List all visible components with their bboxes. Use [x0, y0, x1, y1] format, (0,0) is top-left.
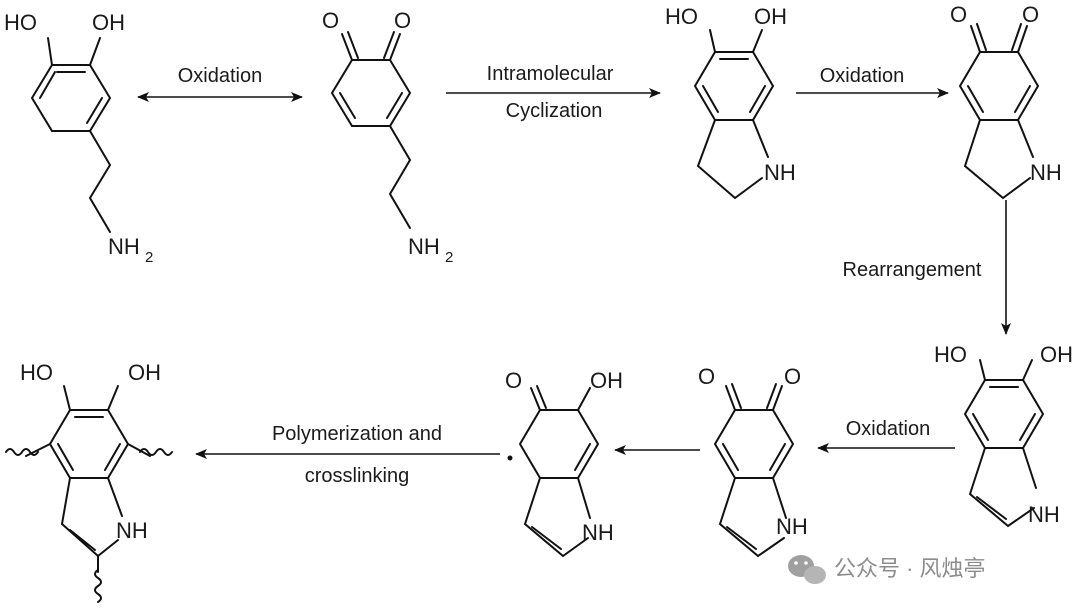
amine-label: NH — [1030, 160, 1062, 185]
cyclization-label-line2: Cyclization — [506, 100, 603, 122]
molecule-dihydroxyindole: HO OH NH — [934, 342, 1073, 528]
molecule-dopamine: HO OH NH 2 — [4, 10, 153, 266]
hydroxyl-label: HO — [934, 342, 967, 367]
hydroxyl-label: HO — [665, 4, 698, 29]
molecule-semiquinone-radical: O OH NH — [505, 368, 623, 558]
carbonyl-oxygen-label: O — [322, 8, 339, 33]
arrow-polymerization: Polymerization and crosslinking — [195, 423, 500, 487]
amine-label: NH — [408, 234, 440, 259]
polymerization-label-line1: Polymerization and — [272, 423, 442, 445]
hydroxyl-label: OH — [1040, 342, 1073, 367]
watermark-text: 公众号 · 风烛亭 — [834, 556, 986, 581]
molecule-dopamine-quinone: O O NH 2 — [322, 8, 453, 266]
arrow-oxidation-1: Oxidation — [137, 65, 303, 102]
oxidation-label: Oxidation — [178, 65, 263, 87]
amine-label: NH — [582, 520, 614, 545]
amine-label: NH — [108, 234, 140, 259]
amine-label: NH — [1028, 502, 1060, 527]
hydroxyl-label: HO — [20, 360, 53, 385]
carbonyl-oxygen-label: O — [698, 364, 715, 389]
amine-subscript: 2 — [445, 249, 453, 266]
hydroxyl-label: OH — [128, 360, 161, 385]
arrow-rearrangement: Rearrangement — [843, 200, 1011, 335]
radical-dot — [507, 455, 513, 461]
carbonyl-oxygen-label: O — [784, 364, 801, 389]
wechat-icon — [788, 555, 826, 584]
molecule-dopaminechrome: O O NH — [950, 2, 1062, 200]
amine-label: NH — [776, 514, 808, 539]
molecule-leucodopaminechrome: HO OH NH — [665, 4, 796, 200]
rearrangement-label: Rearrangement — [843, 259, 982, 281]
molecule-indole-quinone: O O NH — [698, 364, 808, 558]
hydroxyl-label: HO — [4, 10, 37, 35]
oxidation-label: Oxidation — [846, 418, 931, 440]
oxidation-label: Oxidation — [820, 65, 905, 87]
carbonyl-oxygen-label: O — [505, 368, 522, 393]
hydroxyl-label: OH — [92, 10, 125, 35]
arrow-oxidation-2: Oxidation — [796, 65, 949, 98]
polymerization-label-line2: crosslinking — [305, 465, 409, 487]
amine-label: NH — [764, 160, 796, 185]
carbonyl-oxygen-label: O — [1022, 2, 1039, 27]
carbonyl-oxygen-label: O — [950, 2, 967, 27]
carbonyl-oxygen-label: O — [394, 8, 411, 33]
hydroxyl-label: OH — [754, 4, 787, 29]
watermark: 公众号 · 风烛亭 — [788, 555, 986, 584]
cyclization-label-line1: Intramolecular — [487, 63, 614, 85]
amine-label: NH — [116, 518, 148, 543]
amine-subscript: 2 — [145, 249, 153, 266]
arrow-cyclization: Intramolecular Cyclization — [446, 63, 661, 122]
arrow-oxidation-3: Oxidation — [817, 418, 955, 453]
hydroxyl-label: OH — [590, 368, 623, 393]
molecule-polydopamine-unit: HO OH NH — [5, 360, 173, 603]
